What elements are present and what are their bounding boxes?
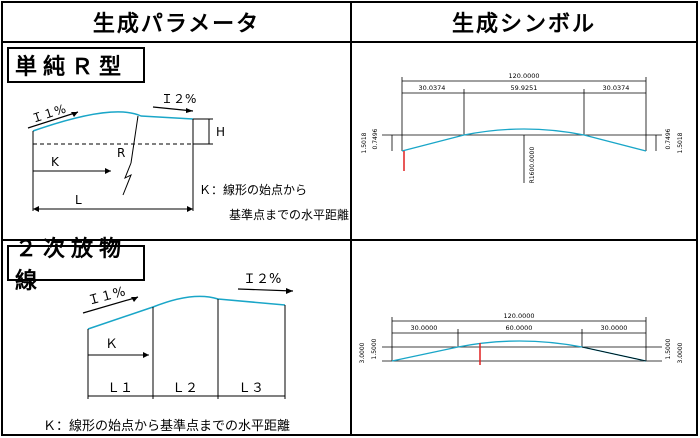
row2-parameter-diagram: Ｉ１% Ｉ２% Ｋ Ｌ１ Ｌ２ Ｌ３ — [82, 272, 294, 399]
row1-r-label: R — [117, 146, 125, 160]
row1-curve — [32, 111, 194, 132]
row-divider — [3, 239, 696, 241]
row1-l-label: L — [75, 193, 82, 207]
row1-symbol-diagram: 120.0000 30.0374 59.9251 30.0374 1.5018 … — [361, 72, 684, 184]
row1-symbol-right-h1: 0.7496 — [665, 128, 672, 149]
row1-parameter-diagram: Ｉ１% Ｉ２% H R K L — [27, 92, 225, 212]
row2-k-label: Ｋ — [105, 337, 118, 352]
row1-symbol-seg2: 59.9251 — [511, 84, 538, 92]
row2-symbol-seg3: 30.0000 — [601, 324, 628, 332]
row1-symbol-total: 120.0000 — [508, 72, 539, 80]
row2-symbol-seg1: 30.0000 — [411, 324, 438, 332]
row2-symbol-left-h2: 1.5000 — [371, 338, 378, 359]
row1-grade1-arrow — [27, 111, 79, 129]
row2-symbol-curve — [391, 340, 647, 362]
row2-grade2-arrow — [237, 288, 294, 292]
row1-symbol-seg1: 30.0374 — [419, 84, 446, 92]
row1-symbol-left-h2: 0.7496 — [372, 128, 379, 149]
header-divider — [3, 41, 696, 43]
row1-symbol-left-h1: 1.5018 — [361, 132, 368, 153]
row2-symbol-right-h1: 1.5000 — [665, 338, 672, 359]
row1-symbol-curve — [401, 128, 647, 152]
row2-l3-label: Ｌ３ — [238, 381, 264, 396]
row1-symbol-radius: R1600.0000 — [529, 147, 536, 184]
row2-grade2-label: Ｉ２% — [243, 272, 281, 287]
row2-symbol-left-h1: 3.0000 — [359, 342, 366, 363]
row2-symbol-diagram: 120.0000 30.0000 60.0000 30.0000 3.0000 … — [359, 312, 684, 365]
row2-symbol-seg2: 60.0000 — [506, 324, 533, 332]
row2-grade1-label: Ｉ１% — [86, 284, 127, 308]
row1-grade2-label: Ｉ２% — [161, 92, 196, 106]
row1-note-line2: 基準点までの水平距離 — [229, 208, 350, 222]
row1-h-label: H — [216, 125, 225, 139]
row2-l1-label: Ｌ１ — [107, 381, 133, 396]
header-parameters: 生成パラメータ — [92, 12, 261, 37]
header-symbols: 生成シンボル — [451, 12, 596, 37]
row1-symbol-right-h2: 1.5018 — [677, 132, 684, 153]
row1-title: 単純Ｒ型 — [7, 47, 145, 83]
row2-symbol-total: 120.0000 — [503, 312, 534, 320]
row1-k-label: K — [51, 155, 60, 169]
row2-note: Ｋ：線形の始点から基準点までの水平距離 — [43, 419, 291, 434]
row1-symbol-seg3: 30.0374 — [603, 84, 630, 92]
row1-note-line1: Ｋ：線形の始点から — [199, 183, 308, 197]
row2-grade1-arrow — [82, 296, 139, 314]
row2-l2-label: Ｌ２ — [172, 381, 198, 396]
row2-symbol-right-h2: 3.0000 — [677, 342, 684, 363]
column-divider — [350, 3, 352, 434]
row2-curve — [87, 295, 286, 330]
